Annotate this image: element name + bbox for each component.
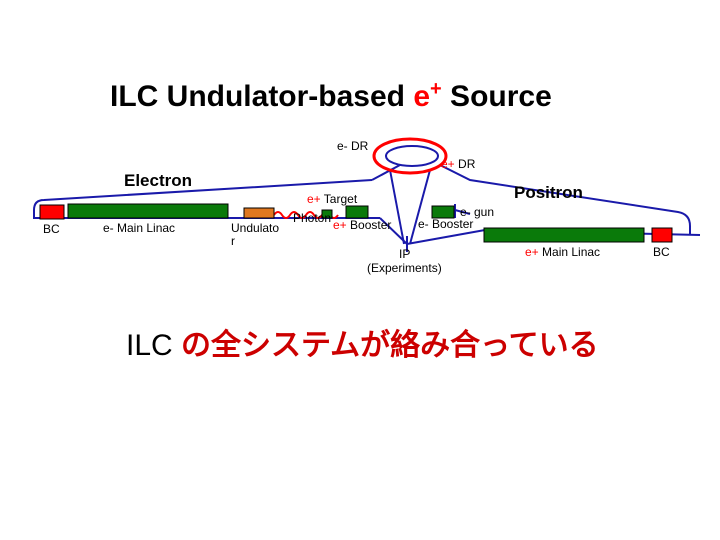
title-suffix: Source [441,80,552,113]
photon-label: Photon [293,211,332,225]
bc-left-label: BC [43,222,60,236]
bc-right-box [651,227,673,243]
caption-latin: ILC [126,329,182,362]
undulator-label-line1: Undulato [231,221,280,235]
booster-left-sign: e+ [333,218,347,232]
ip-experiments-label: (Experiments) [367,261,442,275]
electron-label: Electron [124,171,193,190]
ip-line-right [406,229,486,245]
e-main-linac-box [67,203,229,219]
positron-linac-text: Main Linac [538,245,601,259]
title-sup: + [430,78,442,100]
e-plus-dr-text: DR [454,157,476,171]
positron-damping-ring [385,145,439,167]
electron-beamline-left [33,179,373,211]
positron-linac-sign: e+ [525,245,539,259]
positron-main-linac-label: e+ Main Linac [525,246,600,259]
e-booster-box [431,205,455,219]
e-plus-dr-sign: e+ [441,157,455,171]
e-plus-booster-label: e+ Booster [333,219,391,232]
system-caption: ILC の全システムが絡み合っている [126,320,599,364]
booster-left-text: Booster [346,218,392,232]
title-positron: e+ [413,78,442,113]
e-gun-link [454,209,471,215]
dr-to-ip-left [389,169,405,245]
e-minus-dr-label: e- DR [337,139,369,153]
e-booster-label: e- Booster [418,217,474,231]
electron-damping-ring [372,137,448,175]
title-particle: e [413,80,431,113]
e-plus-dr-label: e+ DR [441,158,475,171]
e-gun-label: e- gun [460,205,495,219]
bc-left-box [39,204,65,220]
bc-right-label: BC [653,245,670,259]
positron-main-linac-box [483,227,645,243]
target-box [321,209,333,219]
diagram-title: ILC Undulator-based e+ Source [110,78,552,114]
undulator-label-line2: r [231,234,235,248]
target-text: Target [320,192,358,206]
dr-to-ip-right [409,169,431,245]
target-sign: e+ [307,192,321,206]
title-prefix: ILC Undulator-based [110,80,414,113]
target-label: e+ Target [307,193,357,206]
ip-label: IP [399,247,411,261]
e-plus-booster-box [345,205,369,219]
e-main-linac-label: e- Main Linac [103,221,176,235]
dr-link-positron [439,164,691,235]
dr-link-left [371,164,401,181]
positron-label: Positron [514,183,583,202]
caption-japanese: の全システムが絡み合っている [181,329,599,362]
undulator-box [243,207,275,219]
